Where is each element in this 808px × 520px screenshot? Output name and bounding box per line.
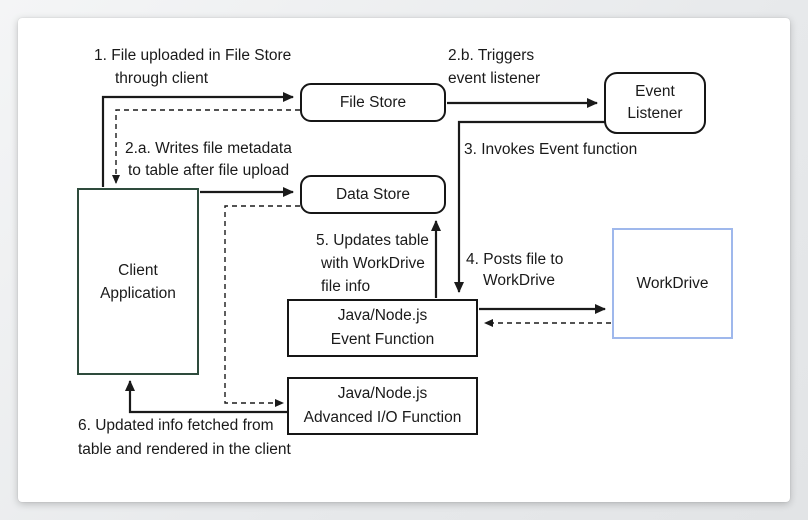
step6-line2: table and rendered in the client (78, 441, 291, 458)
event-function-label-line1: Java/Node.js (337, 307, 428, 324)
step6-line1: 6. Updated info fetched from (78, 417, 274, 434)
advanced-io-function-label-line1: Java/Node.js (337, 385, 428, 402)
step4-line2: WorkDrive (483, 272, 556, 289)
event-listener-node: Event Listener (604, 72, 706, 134)
event-listener-label-line1: Event (635, 83, 675, 100)
event-listener-label-line2: Listener (627, 105, 683, 122)
step2b-label: 2.b. Triggers event listener (448, 44, 540, 90)
step5-label: 5. Updates table with WorkDrive file inf… (316, 229, 429, 298)
step5-line3: file info (321, 278, 371, 295)
step1-line2: through client (115, 70, 209, 87)
step3-label: 3. Invokes Event function (464, 138, 637, 161)
client-application-label-line1: Client (118, 261, 158, 279)
workdrive-node: WorkDrive (612, 228, 733, 339)
advanced-io-function-label-line2: Advanced I/O Function (303, 409, 462, 426)
step2a-label: 2.a. Writes file metadata to table after… (125, 138, 292, 182)
workdrive-label: WorkDrive (636, 275, 709, 292)
step6-label: 6. Updated info fetched from table and r… (78, 414, 291, 462)
file-store-node: File Store (300, 83, 446, 122)
step3-line1: 3. Invokes Event function (464, 141, 638, 158)
step5-line1: 5. Updates table (316, 232, 429, 249)
file-store-label: File Store (339, 94, 407, 111)
data-store-node: Data Store (300, 175, 446, 214)
step2a-line1: 2.a. Writes file metadata (125, 140, 292, 157)
step1-label: 1. File uploaded in File Store through c… (94, 44, 291, 90)
step2b-line2: event listener (448, 70, 541, 87)
step5-line2: with WorkDrive (321, 255, 425, 272)
data-store-label: Data Store (335, 186, 411, 203)
step2b-line1: 2.b. Triggers (448, 47, 535, 64)
client-application-label-line2: Application (100, 284, 176, 302)
step2a-line2: to table after file upload (128, 162, 290, 179)
step1-line1: 1. File uploaded in File Store (94, 47, 292, 64)
advanced-io-function-node: Java/Node.js Advanced I/O Function (287, 377, 478, 435)
event-function-label-line2: Event Function (330, 331, 435, 348)
step4-line1: 4. Posts file to (466, 251, 564, 268)
step4-label: 4. Posts file to WorkDrive (466, 249, 563, 291)
event-function-node: Java/Node.js Event Function (287, 299, 478, 357)
client-application-node: Client Application (77, 188, 199, 375)
